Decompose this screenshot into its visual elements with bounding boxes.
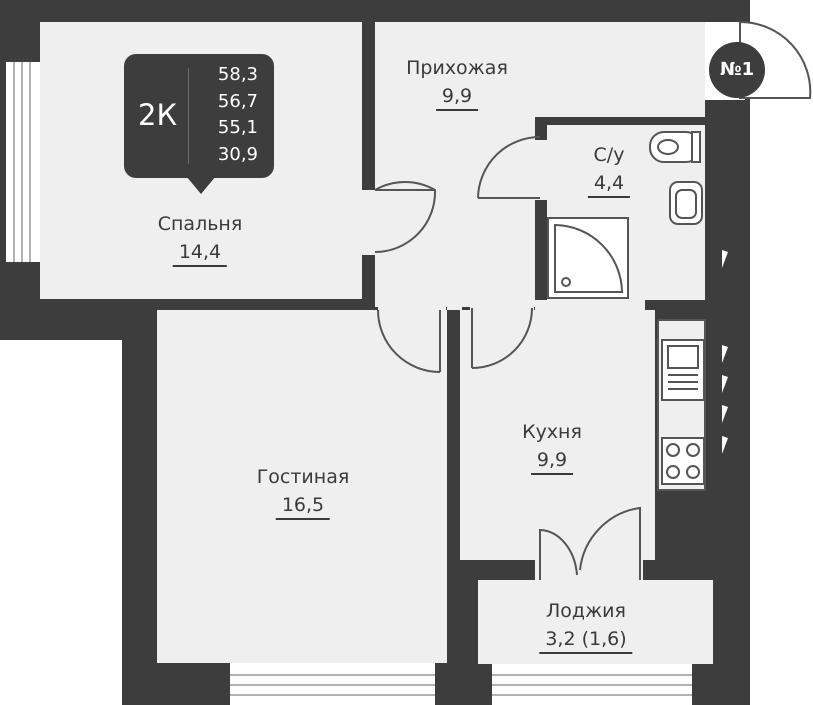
apartment-number: №1: [709, 42, 765, 98]
room-name: Спальня: [157, 213, 243, 235]
total-area: 58,3: [217, 64, 258, 85]
room-area: 14,4: [172, 241, 228, 267]
bathroom-door-gap: [532, 140, 548, 200]
area-value-3: 55,1: [217, 117, 258, 138]
bedroom-door-arc: [374, 180, 437, 253]
area-value-2: 56,7: [217, 90, 258, 112]
loggia-door-gap: [535, 556, 643, 582]
room-label-bathroom: С/у 4,4: [587, 144, 631, 198]
kitchen-floor-top: [535, 300, 645, 315]
room-label-living: Гостиная 16,5: [256, 466, 350, 520]
room-name: Лоджия: [546, 600, 626, 622]
shower-icon: [547, 217, 629, 299]
kitchen-floor: [460, 310, 655, 560]
room-area: 16,5: [275, 494, 331, 520]
kitchen-door-arc: [471, 307, 533, 369]
loggia-floor: [478, 580, 713, 664]
hallway-floor: [375, 22, 705, 117]
room-area: 9,9: [530, 449, 574, 475]
living-window: [230, 663, 435, 705]
room-name: Прихожая: [406, 57, 508, 79]
bedroom-door-gap: [360, 190, 376, 255]
badge-pointer: [186, 176, 216, 194]
room-name: С/у: [593, 144, 625, 166]
living-floor: [157, 310, 447, 663]
doors: [360, 136, 643, 582]
bathroom-fixtures: [547, 131, 703, 299]
kitchen-fixtures: [657, 319, 706, 491]
room-name: Кухня: [522, 421, 582, 443]
room-label-bedroom: Спальня 14,4: [157, 213, 243, 267]
outside-right-top: [750, 0, 813, 705]
room-area: 4,4: [587, 172, 631, 198]
bedroom-window: [6, 62, 40, 262]
room-name: Гостиная: [256, 466, 350, 488]
living-door-gap: [378, 300, 446, 312]
kitchen-door-gap: [470, 300, 534, 312]
wall-vent-marks: [722, 250, 728, 454]
room-label-loggia: Лоджия 3,2 (1,6): [539, 600, 633, 654]
outside-bottom-left: [0, 340, 122, 705]
hallway-floor-lower: [375, 117, 535, 307]
apartment-badge: 2К 58,3 56,7 55,1 30,9: [124, 54, 274, 178]
corridor-link: [447, 300, 462, 310]
bathroom-door-arc: [477, 136, 541, 199]
room-label-kitchen: Кухня 9,9: [522, 421, 582, 475]
loggia-window: [492, 664, 692, 705]
living-door-arc: [377, 309, 441, 373]
living-area: 30,9: [217, 143, 258, 165]
room-area: 3,2 (1,6): [539, 628, 633, 654]
room-label-hallway: Прихожая 9,9: [406, 57, 508, 111]
apartment-type: 2К: [138, 98, 178, 132]
room-area: 9,9: [435, 85, 479, 111]
badge-divider: [188, 68, 189, 164]
area-values: 58,3 56,7 55,1 30,9: [218, 62, 258, 168]
